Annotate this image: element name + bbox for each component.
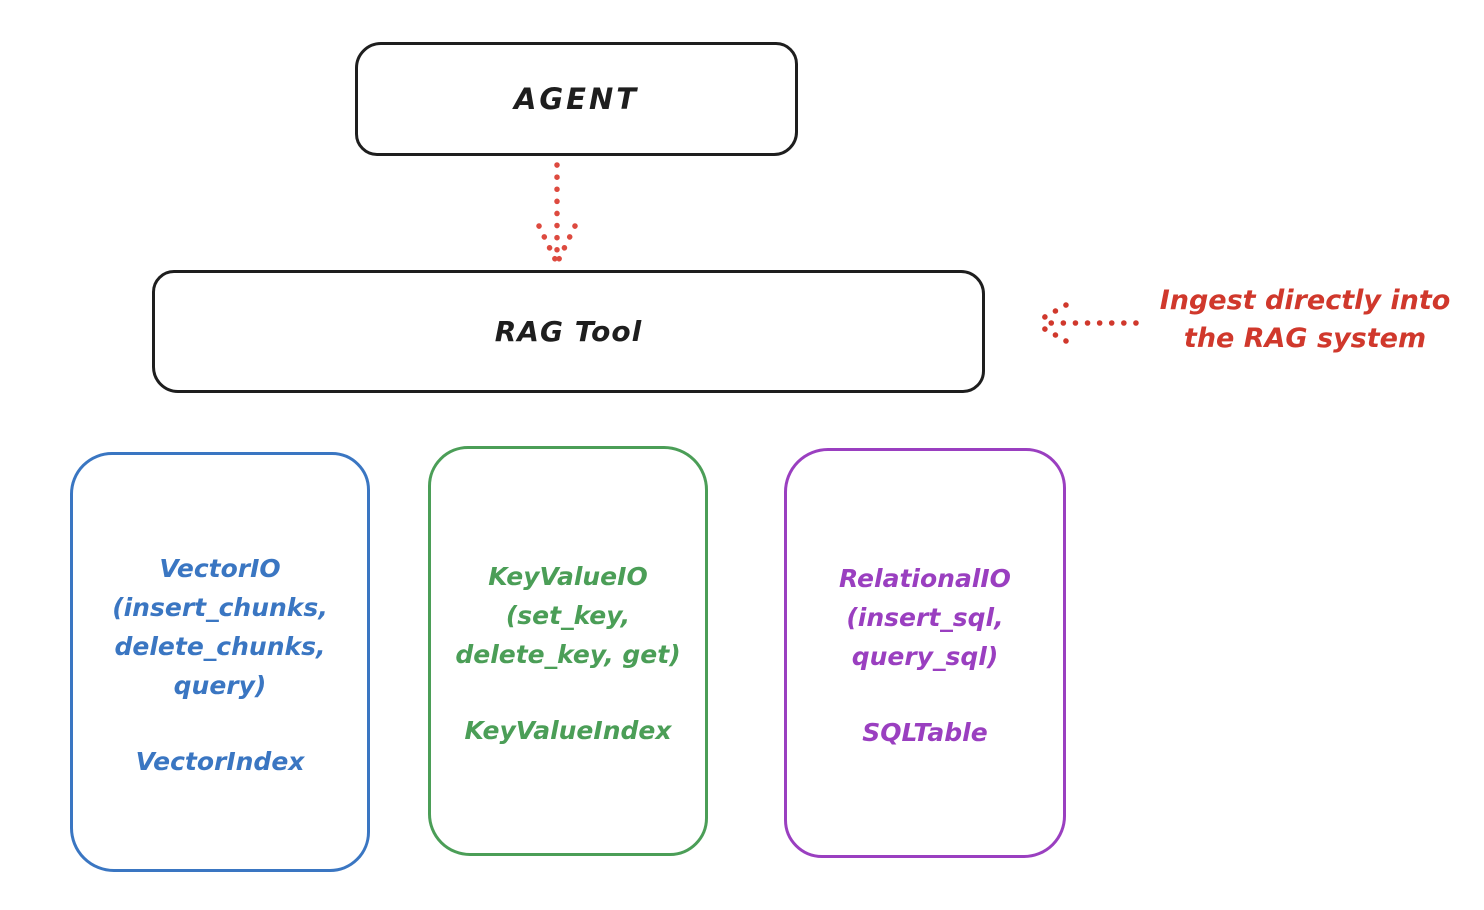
agent-box: AGENT [355, 42, 798, 156]
storage-box-relational-io: RelationalIO (insert_sql, query_sql) SQL… [784, 448, 1066, 858]
dotted-arrow-down [536, 162, 578, 262]
ingest-annotation: Ingest directly into the RAG system [1159, 285, 1451, 354]
storage-box-key-value-io: KeyValueIO (set_key, delete_key, get) Ke… [428, 446, 708, 856]
storage-box-vector-io: VectorIO (insert_chunks, delete_chunks, … [70, 452, 370, 872]
vector-index-label: VectorIndex [135, 746, 305, 776]
key-value-io-methods-label: KeyValueIO (set_key, delete_key, get) [455, 562, 681, 669]
rag-tool-label: RAG Tool [494, 315, 643, 348]
key-value-index-label: KeyValueIndex [464, 716, 672, 745]
rag-tool-box: RAG Tool [152, 270, 985, 393]
vector-io-methods-label: VectorIO (insert_chunks, delete_chunks, … [112, 553, 328, 700]
agent-label: AGENT [513, 82, 640, 116]
sql-table-label: SQLTable [862, 718, 988, 747]
relational-io-methods-label: RelationalIO (insert_sql, query_sql) [839, 564, 1011, 671]
dotted-arrow-left [1033, 302, 1139, 344]
